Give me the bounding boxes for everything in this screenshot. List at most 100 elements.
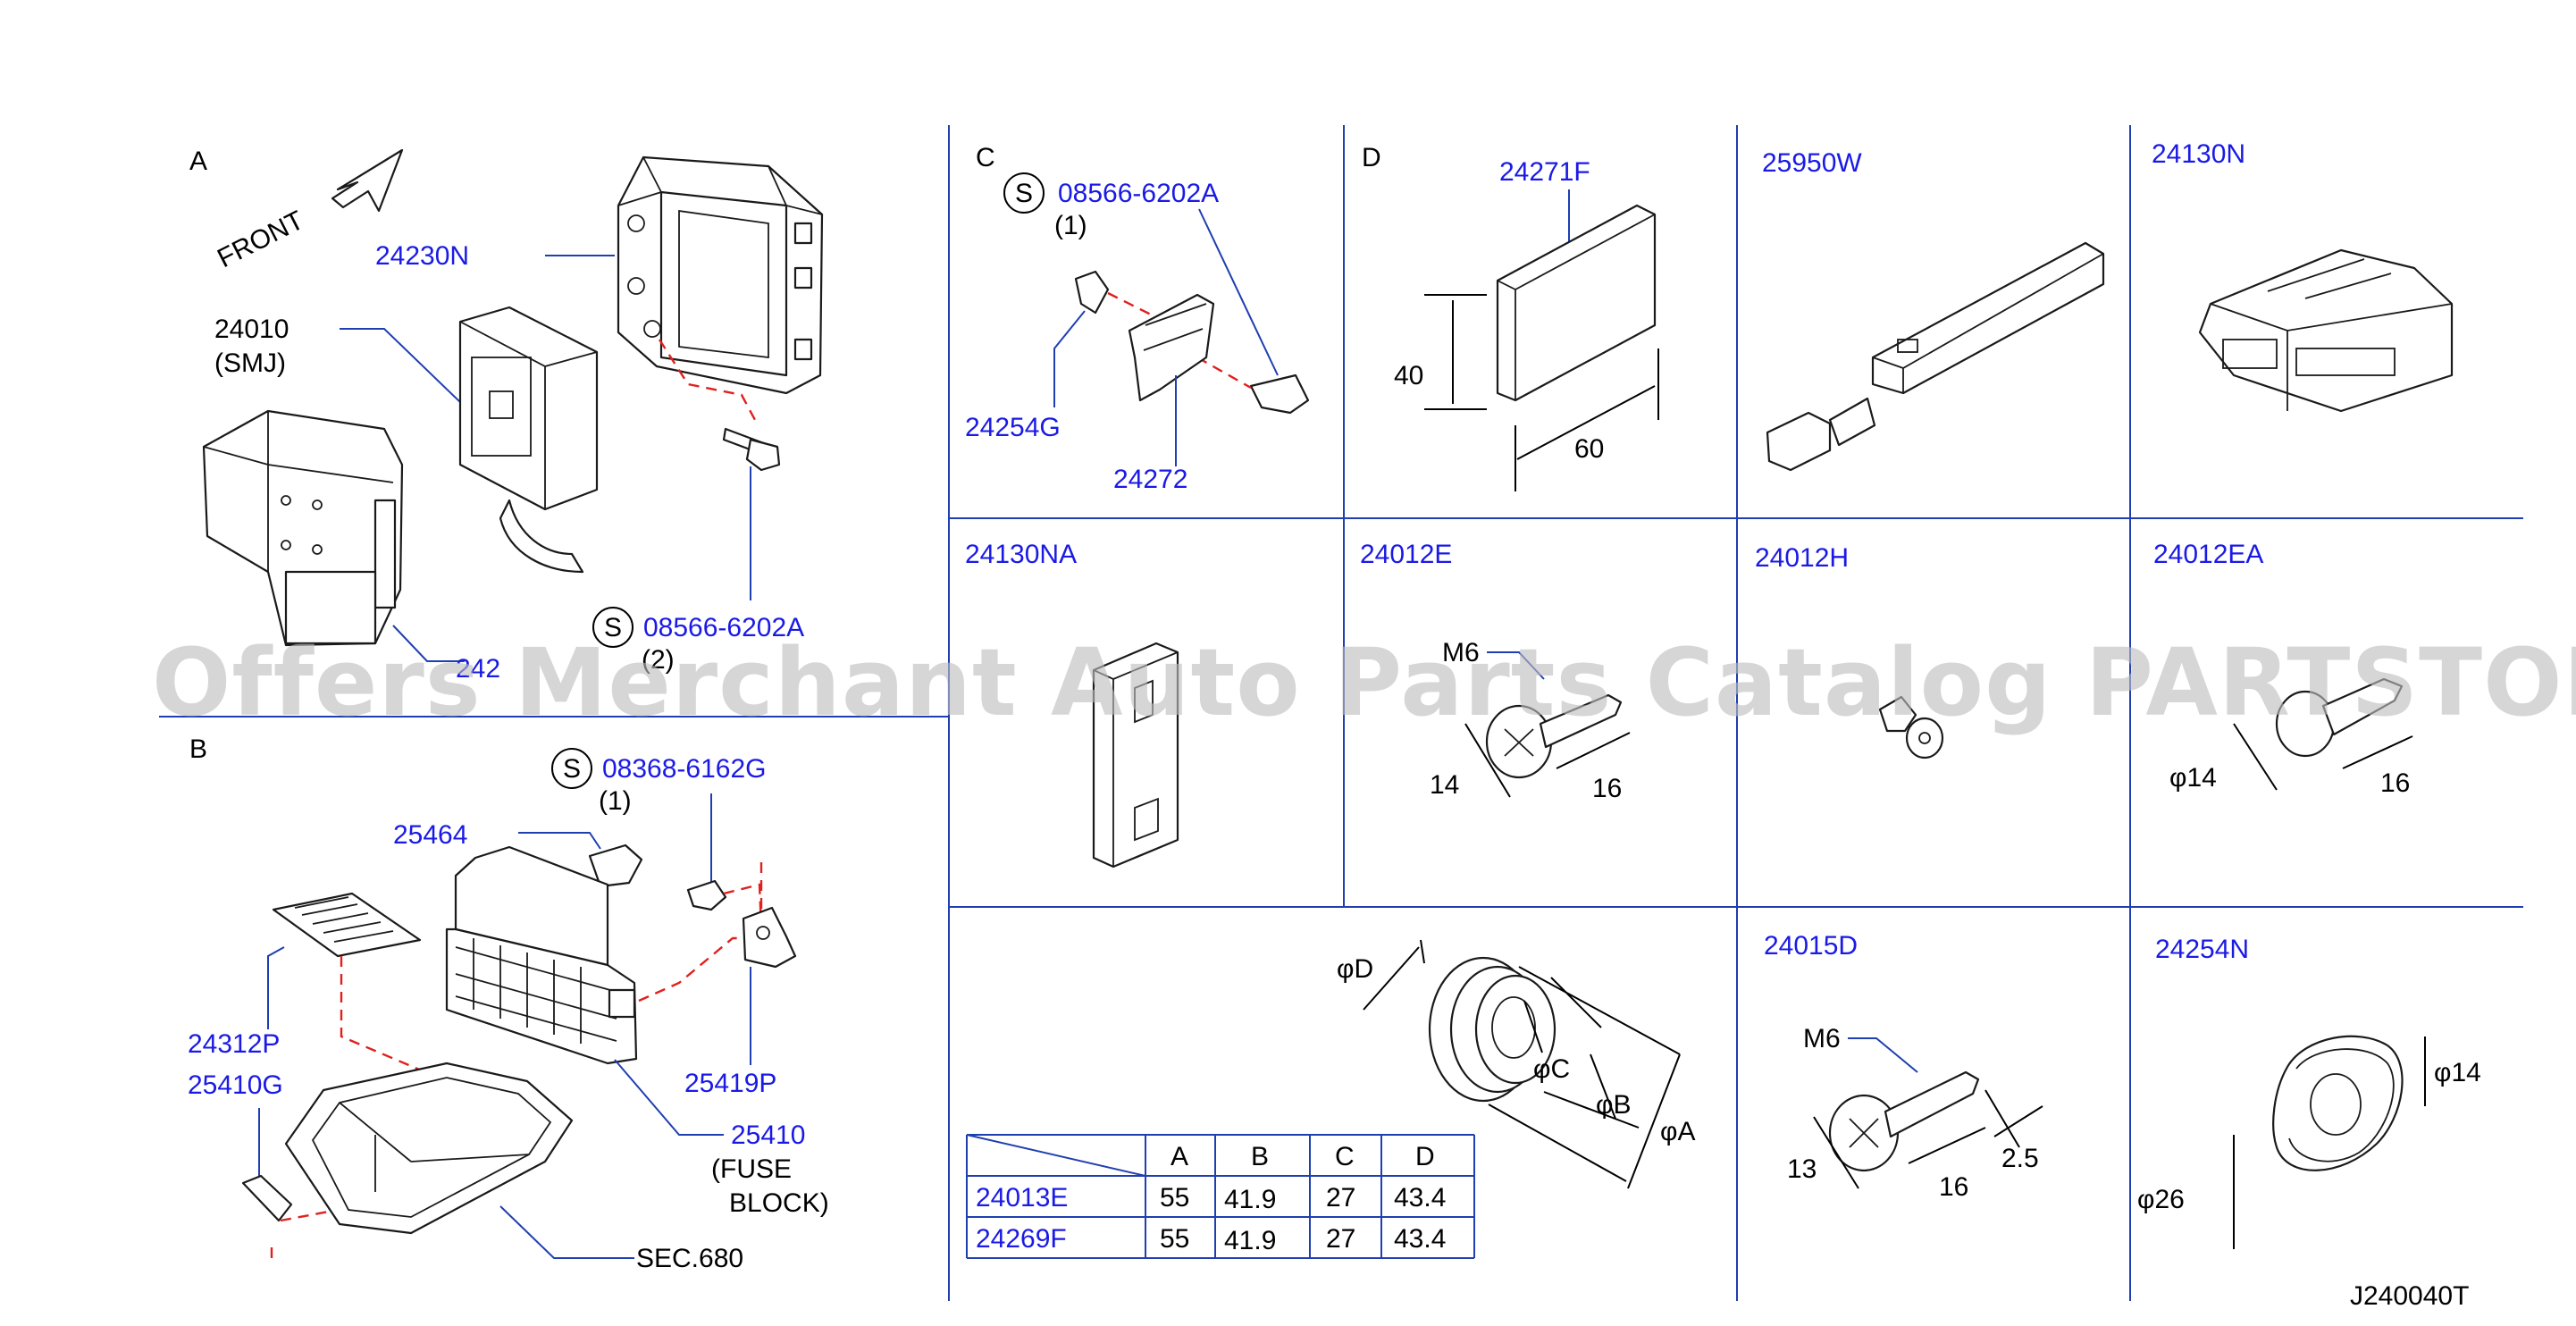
sec-680-label[interactable]: SEC.680 [636,1244,743,1273]
fuse-block-label-1: (FUSE [711,1154,792,1184]
dim-40: 40 [1394,361,1423,390]
part-08368-6162g[interactable]: 08368-6162G [602,754,767,784]
connector-block-a-drawing [202,409,404,647]
phia-label: φA [1660,1117,1695,1146]
section-b: B S 08368-6162G (1) 25464 25419P [188,734,829,1273]
pad-24271f-drawing [1496,204,1657,402]
dim-25-15d: 2.5 [2001,1144,2039,1173]
part-242-partial[interactable]: 242 [456,654,500,684]
table-cell: 43.4 [1394,1183,1446,1213]
dim-16-15d: 16 [1939,1172,1968,1202]
bracket-24272-drawing [1128,293,1215,402]
table-header-a: A [1171,1142,1188,1171]
cell-grommet: φD φC φB φA A B C D 24013E 55 41.9 2 [966,939,1695,1259]
phib-label: φB [1596,1090,1631,1120]
screw-b-drawing [686,879,727,911]
front-label: FRONT [213,206,308,273]
fuse-block-label-2: BLOCK) [729,1188,829,1218]
part-24254n[interactable]: 24254N [2155,935,2249,964]
phi26-label-n: φ26 [2137,1185,2185,1214]
part-25950w[interactable]: 25950W [1762,148,1862,178]
part-08566-6202a-c[interactable]: 08566-6202A [1058,179,1219,208]
part-24230n[interactable]: 24230N [375,241,469,271]
table-cell: 43.4 [1394,1224,1446,1254]
part-24312p[interactable]: 24312P [188,1029,280,1059]
table-cell: 27 [1326,1183,1355,1213]
clip-25410g-drawing [241,1174,293,1222]
part-24130na[interactable]: 24130NA [965,540,1077,569]
table-row-part[interactable]: 24013E [976,1183,1068,1213]
part-24012e[interactable]: 24012E [1360,540,1452,569]
cell-24012ea: 24012EA φ14 16 [2153,540,2413,798]
part-24012ea[interactable]: 24012EA [2153,540,2263,569]
part-24010-smj: (SMJ) [214,348,286,378]
part-24015d[interactable]: 24015D [1764,931,1858,961]
table-cell: 27 [1326,1224,1355,1254]
dim-14-e: 14 [1430,770,1459,800]
cell-24012h: 24012H [1755,543,1944,760]
table-cell: 55 [1160,1224,1189,1254]
table-row-part[interactable]: 24269F [976,1224,1067,1254]
pin-24254g-drawing [1074,270,1110,315]
part-24010[interactable]: 24010 [214,315,289,344]
dim-13-15d: 13 [1787,1154,1817,1184]
part-25419p[interactable]: 25419P [684,1069,776,1098]
clip-24012ea-drawing [2275,677,2404,758]
part-24254g[interactable]: 24254G [965,413,1061,442]
section-a: A FRONT 24230N 24010 (SMJ) [189,147,824,684]
part-24012h[interactable]: 24012H [1755,543,1849,573]
table-header-b: B [1251,1142,1269,1171]
table-header-d: D [1415,1142,1435,1171]
qty-c: (1) [1054,211,1087,240]
s-symbol-b: S [563,754,581,784]
clip-24012h-drawing [1878,695,1944,760]
dim-16-e: 16 [1592,774,1622,803]
standard-part-s-icon [592,607,634,648]
tray-sec680-drawing [284,1062,574,1235]
grommet-24254n-drawing [2272,1035,2404,1171]
s-symbol-c: S [1015,179,1033,208]
bracket-24230n-drawing [617,155,824,395]
part-24272[interactable]: 24272 [1113,465,1187,494]
part-24130n[interactable]: 24130N [2152,139,2245,169]
part-24271f[interactable]: 24271F [1499,157,1590,187]
part-08566-6202a-a[interactable]: 08566-6202A [643,613,804,642]
grommet-drawing [1428,956,1557,1103]
table-header-c: C [1335,1142,1355,1171]
standard-part-s-icon [551,748,592,789]
bolt-24015d-drawing [1828,1070,1980,1172]
part-25410g[interactable]: 25410G [188,1070,283,1100]
watermark-text: Offers Merchant Auto Parts Catalog PARTS… [152,628,2576,737]
cell-25950w: 25950W [1762,148,2105,472]
screw-a-drawing [722,427,781,472]
drawing-code: J240040T [2350,1281,2469,1311]
connector-24130n-drawing [2198,248,2454,413]
cell-24130n: 24130N [2152,139,2454,413]
section-c: C S 08566-6202A (1) 24254G 24272 [965,143,1310,494]
table-cell: 41.9 [1224,1226,1276,1255]
section-letter-d: D [1362,143,1381,172]
smj-module-drawing [458,306,599,574]
section-letter-b: B [189,734,207,764]
screw-c-drawing [1249,373,1310,415]
dim-60: 60 [1574,434,1604,464]
front-arrow-icon [331,148,404,213]
section-d: D 24271F 40 60 [1362,143,1659,491]
qty-b: (1) [599,786,632,816]
m6-label-15d: M6 [1803,1024,1841,1053]
clip-24130na-drawing [1092,642,1179,869]
fuse-block-drawing [445,845,638,1065]
table-cell: 41.9 [1224,1185,1276,1214]
part-25410[interactable]: 25410 [731,1120,805,1150]
cell-24254n: 24254N φ14 φ26 [2137,935,2481,1249]
cell-24130na: 24130NA [965,540,1179,869]
standard-part-s-icon [1003,172,1045,214]
cell-24012e: 24012E M6 14 16 [1360,540,1631,803]
part-25464[interactable]: 25464 [393,820,467,850]
s-symbol-a: S [604,613,622,642]
dim-16-ea: 16 [2380,768,2410,798]
section-letter-c: C [976,143,995,172]
phic-label: φC [1533,1054,1570,1084]
qty-a: (2) [642,645,675,675]
